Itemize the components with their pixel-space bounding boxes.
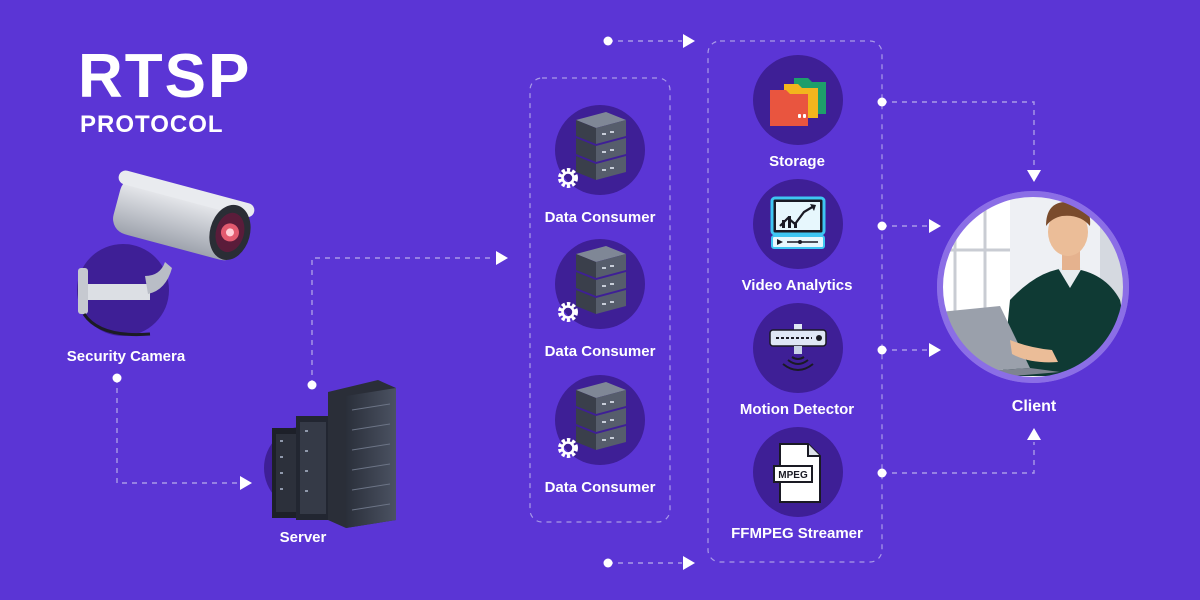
title-main: RTSP (78, 42, 252, 111)
arrow-right-icon (683, 556, 695, 570)
gear-icon (558, 168, 578, 188)
arrow-up-icon (1027, 428, 1041, 440)
data-consumer-2 (555, 239, 645, 329)
dot (307, 380, 317, 390)
connector-markers (112, 34, 1041, 570)
storage-node (753, 55, 843, 145)
consumer-label-1: Data Consumer (545, 209, 656, 226)
gear-icon (558, 438, 578, 458)
video-analytics-node (753, 179, 843, 269)
arrow-right-icon (929, 219, 941, 233)
gear-icon (558, 302, 578, 322)
server-stack-icon (576, 382, 626, 450)
server-stack-icon (576, 112, 626, 180)
mpeg-icon-text: MPEG (778, 470, 808, 481)
motion-detector-node (753, 303, 843, 393)
ffmpeg-streamer-label: FFMPEG Streamer (731, 525, 863, 542)
client-photo (940, 194, 1126, 380)
camera-label: Security Camera (67, 348, 186, 365)
security-camera (77, 170, 255, 337)
consumer-label-3: Data Consumer (545, 479, 656, 496)
arrow-right-icon (929, 343, 941, 357)
dot (877, 221, 887, 231)
server-stack-icon (576, 246, 626, 314)
dot (603, 36, 613, 46)
video-analytics-label: Video Analytics (742, 277, 853, 294)
consumer-label-2: Data Consumer (545, 343, 656, 360)
dot (877, 345, 887, 355)
motion-detector-label: Motion Detector (740, 401, 854, 418)
dot (877, 97, 887, 107)
dot (112, 373, 122, 383)
connectors (116, 40, 1035, 564)
consumer-group-frame (529, 77, 671, 523)
arrow-down-icon (1027, 170, 1041, 182)
arrow-right-icon (683, 34, 695, 48)
analytics-monitor-icon (770, 196, 826, 249)
connector-storage-client (882, 101, 1035, 170)
dot (603, 558, 613, 568)
server (264, 380, 396, 528)
title-sub: PROTOCOL (80, 111, 224, 138)
connector-server-consumers (311, 257, 495, 385)
data-consumer-3 (555, 375, 645, 465)
folder-icon (770, 78, 826, 126)
dot (877, 468, 887, 478)
arrow-right-icon (496, 251, 508, 265)
client-label: Client (1012, 398, 1057, 415)
service-group-frame (707, 40, 883, 563)
connector-ffmpeg-client (882, 442, 1035, 474)
server-label: Server (280, 529, 327, 546)
data-consumer-1 (555, 105, 645, 195)
motion-sensor-icon (769, 324, 827, 371)
ffmpeg-streamer-node: MPEG (753, 427, 843, 517)
storage-label: Storage (769, 153, 825, 170)
connector-camera-server (116, 378, 240, 484)
mpeg-file-icon: MPEG (773, 443, 821, 503)
client-node (937, 191, 1129, 383)
arrow-right-icon (240, 476, 252, 490)
